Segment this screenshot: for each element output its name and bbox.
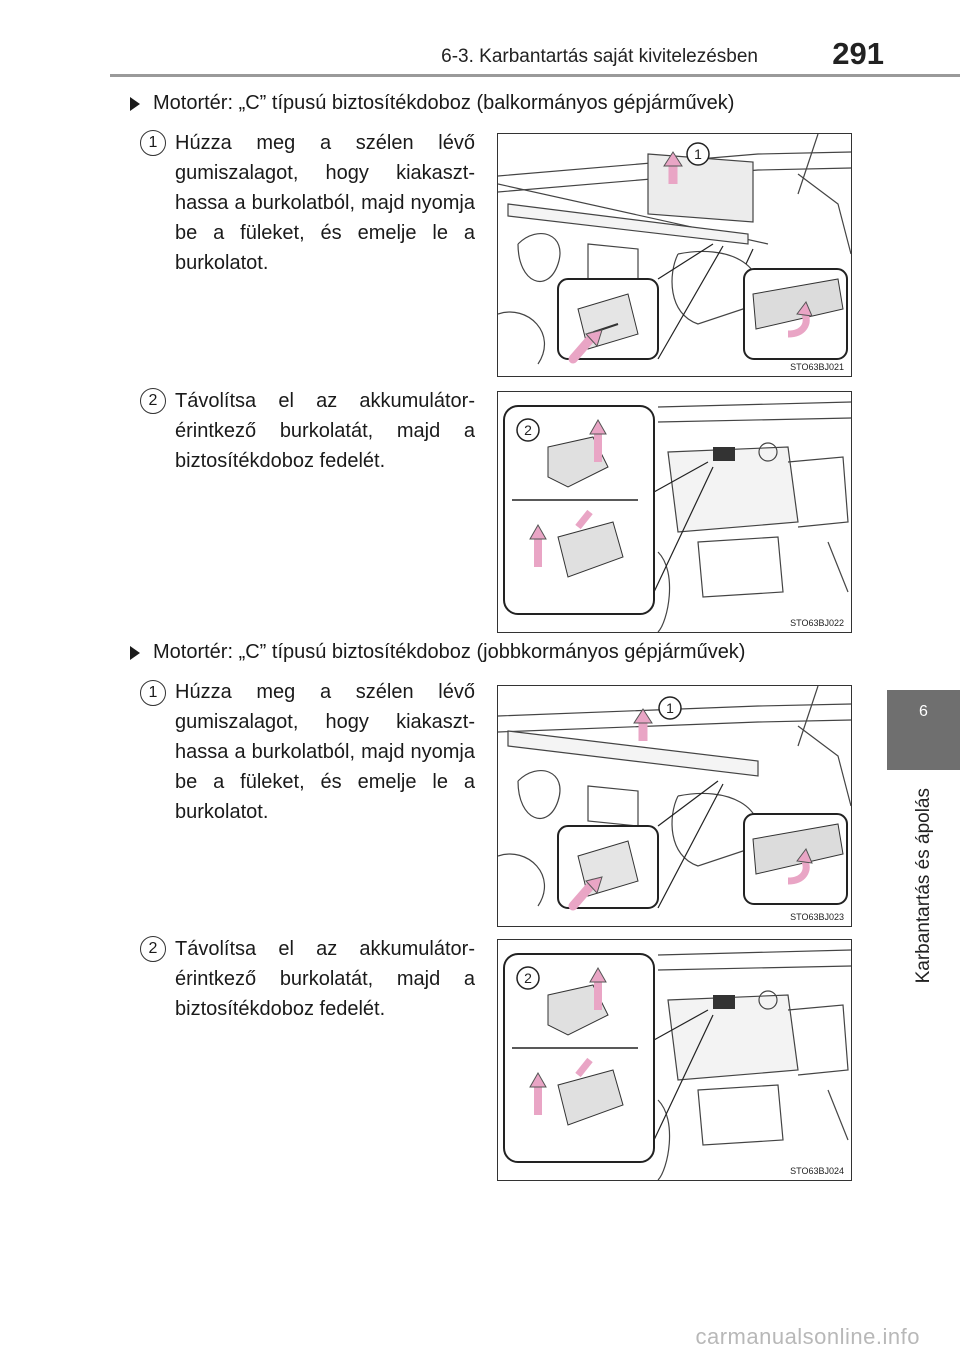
engine-bay-drawing: 1 (498, 686, 851, 911)
illustration-battery-cover-rhd: 2 STO63BJ024 (497, 939, 852, 1181)
figure-callout-label: 2 (524, 422, 532, 438)
step-text: Távolítsa el az akkumulátor-érintkező bu… (175, 938, 475, 1020)
watermark: carmanualsonline.info (695, 1324, 920, 1349)
figure-callout-label: 1 (666, 700, 674, 716)
step-number: 2 (140, 936, 166, 962)
page-number: 291 (832, 36, 884, 71)
figure-callout-label: 2 (524, 970, 532, 986)
step-number: 2 (140, 388, 166, 414)
step-text: Húzza meg a szélen lévő gumiszalagot, ho… (175, 681, 475, 823)
illustration-fuse-cover-rhd: 1 STO63BJ023 (497, 685, 852, 927)
section-heading-text: Motortér: „C” típusú biztosítékdoboz (ba… (153, 92, 735, 114)
chapter-tab-title: Karbantartás és ápolás (887, 776, 960, 996)
figure-code: STO63BJ023 (789, 912, 845, 922)
chapter-tab-number: 6 (887, 690, 960, 770)
bullet-triangle-icon (130, 96, 140, 111)
figure-code: STO63BJ024 (789, 1166, 845, 1176)
engine-bay-drawing: 1 (498, 134, 851, 365)
section-heading: Motortér: „C” típusú biztosítékdoboz (ba… (130, 92, 734, 115)
section-title: 6-3. Karbantartás saját kivitelezésben (441, 46, 758, 67)
step-text: Húzza meg a szélen lévő gumiszalagot, ho… (175, 132, 475, 274)
figure-code: STO63BJ022 (789, 618, 845, 628)
battery-fuse-drawing: 2 (503, 949, 851, 1180)
header-rule (110, 74, 960, 77)
illustration-fuse-cover-lhd: 1 STO63BJ021 (497, 133, 852, 377)
step-number: 1 (140, 680, 166, 706)
bullet-triangle-icon (130, 645, 140, 660)
step-number: 1 (140, 130, 166, 156)
figure-code: STO63BJ021 (789, 362, 845, 372)
illustration-battery-cover-lhd: 2 STO63BJ022 (497, 391, 852, 633)
chapter-tab-title-text: Karbantartás és ápolás (912, 788, 934, 984)
figure-callout-label: 1 (694, 146, 702, 162)
battery-fuse-drawing: 2 (503, 401, 851, 632)
section-heading: Motortér: „C” típusú biztosítékdoboz (jo… (130, 641, 745, 664)
section-heading-text: Motortér: „C” típusú biztosítékdoboz (jo… (153, 641, 746, 663)
step-text: Távolítsa el az akkumulátor-érintkező bu… (175, 390, 475, 472)
